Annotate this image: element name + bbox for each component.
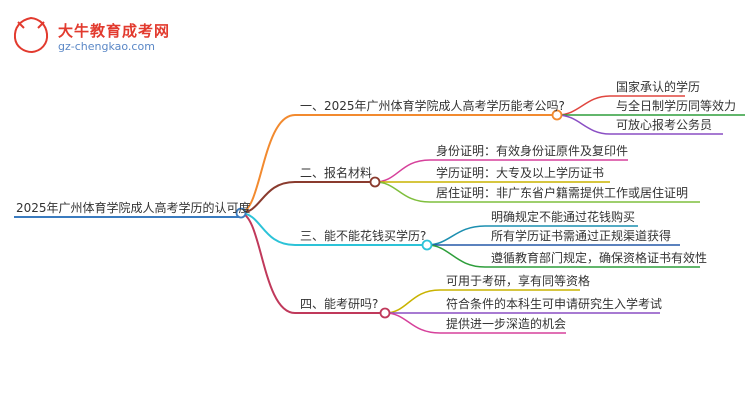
branch-connector-4 <box>239 212 382 314</box>
leaf-1-3: 可放心报考公务员 <box>616 118 713 132</box>
branch-node-circle-2 <box>369 176 381 188</box>
leaf-connector-2-1 <box>374 159 628 183</box>
leaf-1-2: 与全日制学历同等效力 <box>616 99 737 113</box>
bull-logo-icon <box>13 16 49 54</box>
leaf-3-1: 明确规定不能通过花钱购买 <box>491 210 636 224</box>
leaf-4-3: 提供进一步深造的机会 <box>446 317 567 331</box>
leaf-4-2: 符合条件的本科生可申请研究生入学考试 <box>446 297 663 311</box>
leaf-connector-4-1 <box>384 289 580 314</box>
branch-1-label: 一、2025年广州体育学院成人高考学历能考公吗? <box>300 99 565 113</box>
branch-3-label: 三、能不能花钱买学历? <box>300 229 427 243</box>
root-topic: 2025年广州体育学院成人高考学历的认可度 <box>16 201 251 215</box>
leaf-connector-2-3 <box>374 181 700 203</box>
leaf-2-3: 居住证明：非广东省户籍需提供工作或居住证明 <box>436 186 689 200</box>
branch-connector-3 <box>239 212 424 246</box>
branch-4-label: 四、能考研吗? <box>300 297 379 311</box>
brand-url[interactable]: gz-chengkao.com <box>58 40 155 53</box>
leaf-2-1: 身份证明：有效身份证原件及复印件 <box>436 144 629 158</box>
brand-logo: 大牛教育成考网 gz-chengkao.com <box>8 14 171 56</box>
branch-connector-1 <box>239 114 552 214</box>
branch-node-circle-3 <box>421 239 433 251</box>
leaf-1-1: 国家承认的学历 <box>616 80 701 94</box>
leaf-connector-3-3 <box>426 244 700 268</box>
leaf-3-2: 所有学历证书需通过正规渠道获得 <box>491 229 672 243</box>
branch-node-circle-1 <box>551 109 563 121</box>
leaf-2-2: 学历证明：大专及以上学历证书 <box>436 166 605 180</box>
leaf-3-3: 遵循教育部门规定，确保资格证书有效性 <box>491 251 708 265</box>
branch-2-label: 二、报名材料 <box>300 166 373 180</box>
leaf-connector-4-3 <box>384 312 566 334</box>
branch-node-circle-4 <box>379 307 391 319</box>
brand-name: 大牛教育成考网 <box>58 22 171 40</box>
leaf-4-1: 可用于考研，享有同等资格 <box>446 274 591 288</box>
root-node-circle <box>235 207 247 219</box>
leaf-connector-1-3 <box>556 114 723 135</box>
branch-connector-2 <box>239 181 372 214</box>
